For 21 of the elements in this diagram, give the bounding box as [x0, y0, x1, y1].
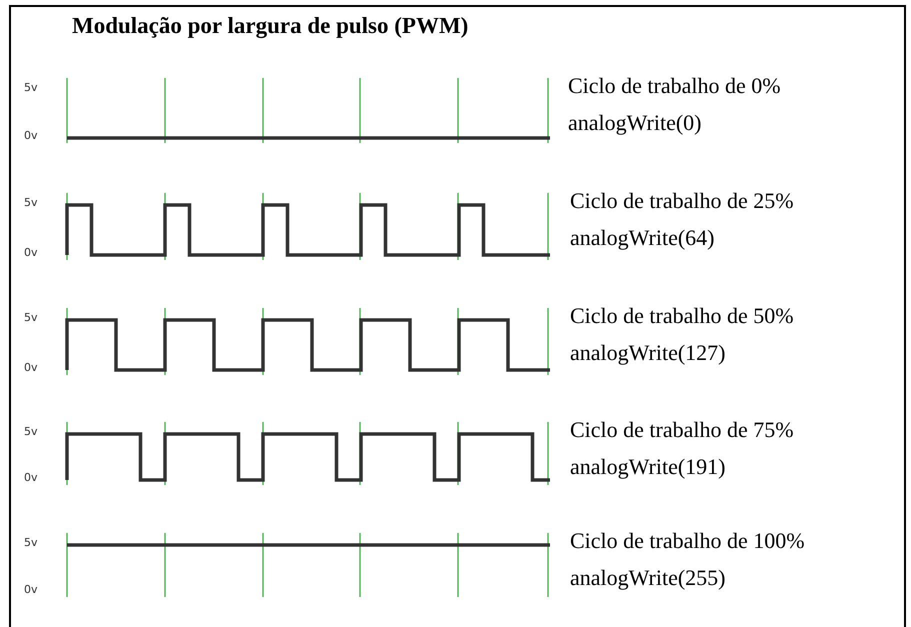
- voltage-label: 0v: [24, 471, 38, 484]
- code-label: analogWrite(64): [570, 225, 714, 251]
- duty-cycle-label: Ciclo de trabalho de 50%: [570, 303, 794, 329]
- title: Modulação por largura de pulso (PWM): [72, 12, 468, 40]
- code-label: analogWrite(191): [570, 454, 726, 480]
- duty-cycle-label: Ciclo de trabalho de 75%: [570, 417, 794, 443]
- voltage-label: 5v: [24, 196, 38, 209]
- duty-cycle-label: Ciclo de trabalho de 0%: [568, 73, 781, 99]
- voltage-label: 5v: [24, 536, 38, 549]
- voltage-label: 0v: [24, 361, 38, 374]
- duty-cycle-label: Ciclo de trabalho de 25%: [570, 188, 794, 214]
- code-label: analogWrite(255): [570, 565, 726, 591]
- voltage-label: 5v: [24, 425, 38, 438]
- code-label: analogWrite(127): [570, 340, 726, 366]
- duty-cycle-label: Ciclo de trabalho de 100%: [570, 528, 805, 554]
- voltage-label: 0v: [24, 129, 38, 142]
- voltage-label: 0v: [24, 246, 38, 259]
- code-label: analogWrite(0): [568, 110, 702, 136]
- voltage-label: 0v: [24, 583, 38, 596]
- voltage-label: 5v: [24, 311, 38, 324]
- voltage-label: 5v: [24, 81, 38, 94]
